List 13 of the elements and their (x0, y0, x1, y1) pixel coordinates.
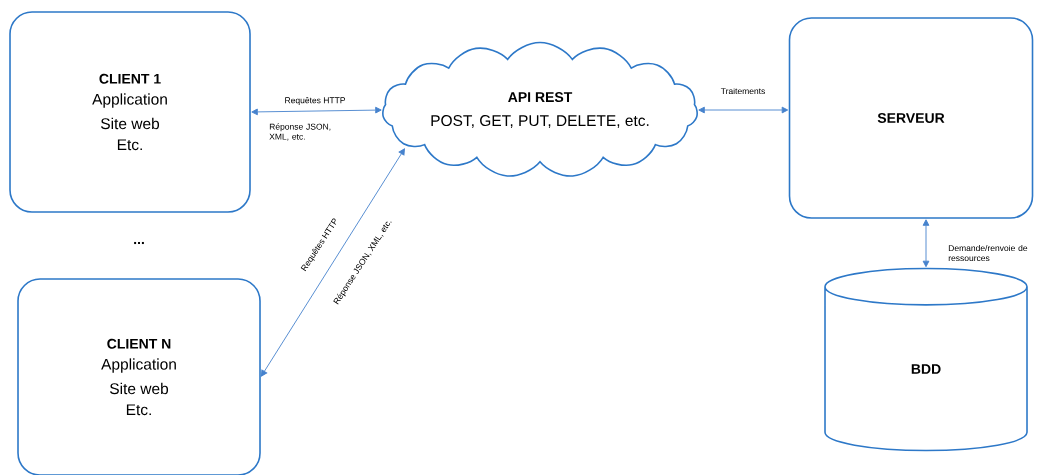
rounded-box: CLIENT 1 Application Site web Etc. (9, 11, 251, 213)
edge-label: Demande/renvoie de ressources (948, 244, 1028, 262)
rounded-box: SERVEUR (788, 17, 1034, 219)
arrow (260, 148, 405, 377)
arrow (251, 106, 382, 116)
ellipsis: ... (134, 241, 144, 245)
arrow (922, 219, 930, 268)
edge-label: Traitements (720, 87, 765, 95)
rounded-box: CLIENT N Application Site web Etc. (17, 278, 261, 475)
database-cylinder: BDD (824, 267, 1028, 452)
arrow (698, 106, 789, 114)
edge-note: Réponse JSON, XML, etc. (269, 123, 331, 141)
edge-label: Requêtes HTTP (285, 97, 345, 105)
